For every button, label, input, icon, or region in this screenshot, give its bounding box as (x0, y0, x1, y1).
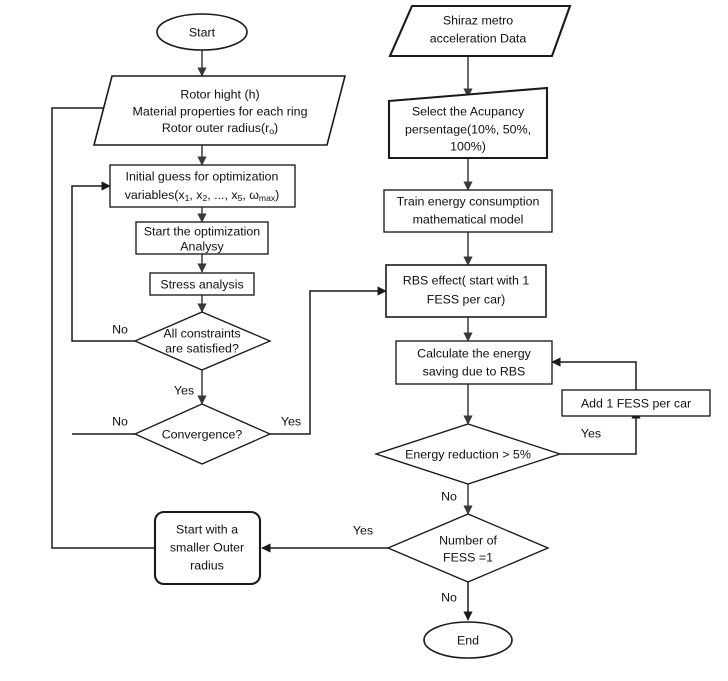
variables-sub-max: max (259, 193, 276, 203)
node-initial-guess-line2: variables(x1, x2, ..., x5, ωmax) (125, 188, 280, 203)
node-number-of-fess-line2: FESS =1 (443, 550, 493, 564)
node-rotor-inputs-line3: Rotor outer radius(ro) (162, 121, 278, 136)
variables-sep-1: , x (189, 188, 203, 202)
node-end[interactable] (423, 621, 513, 659)
edge-label-convergence-no: No (112, 414, 128, 428)
edge-label-energy-reduction-yes: Yes (581, 426, 601, 440)
node-calculate-saving[interactable] (395, 340, 553, 385)
edge-label-convergence-yes: Yes (281, 414, 301, 428)
node-start[interactable] (156, 13, 248, 51)
edge-label-fess-yes: Yes (353, 523, 373, 537)
node-start-label: Start (189, 25, 216, 39)
node-stress-analysis[interactable] (149, 272, 255, 296)
node-convergence-label: Convergence? (162, 427, 243, 441)
variables-text: variables(x (125, 188, 186, 202)
node-energy-reduction-label: Energy reduction > 5% (405, 447, 531, 461)
node-all-constraints-line1: All constraints (163, 326, 240, 340)
node-start-optimization-line2: Analysy (180, 239, 224, 253)
node-rotor-inputs[interactable] (92, 75, 347, 146)
node-rbs-effect-line2: FESS per car) (427, 292, 506, 306)
node-add-fess[interactable] (561, 389, 711, 417)
edge-constraints-no-to-initial-guess (71, 181, 135, 342)
node-number-of-fess-line1: Number of (439, 533, 497, 547)
node-smaller-radius-line1: Start with a (176, 522, 238, 536)
node-rbs-effect-line1: RBS effect( start with 1 (403, 273, 530, 287)
node-metro-data-line2: acceleration Data (430, 31, 527, 45)
variables-sub-1: 1 (185, 193, 190, 203)
variables-close: ) (275, 188, 279, 202)
variables-sub-2: 2 (202, 193, 207, 203)
edge-smaller-radius-to-rotor-inputs (51, 103, 155, 549)
node-stress-analysis-label: Stress analysis (160, 277, 243, 291)
rotor-radius-text: Rotor outer radius(r (162, 121, 269, 135)
variables-sep-2: , ..., x (207, 188, 238, 202)
edge-add-fess-to-calculate-saving (551, 357, 637, 390)
node-train-model-line2: mathematical model (413, 212, 524, 226)
node-rotor-inputs-line2: Material properties for each ring (133, 104, 308, 118)
edge-label-constraints-yes: Yes (174, 383, 194, 397)
node-metro-data-line1: Shiraz metro (443, 13, 513, 27)
node-initial-guess[interactable] (109, 164, 296, 208)
node-add-fess-label: Add 1 FESS per car (581, 396, 691, 410)
node-all-constraints-line2: are satisfied? (165, 341, 239, 355)
node-metro-data[interactable] (388, 4, 572, 58)
node-select-occupancy-line1: Select the Acupancy (412, 104, 525, 118)
node-train-model-line1: Train energy consumption (397, 194, 540, 208)
node-number-of-fess[interactable] (386, 513, 550, 583)
node-calculate-saving-line2: saving due to RBS (423, 364, 526, 378)
variables-omega: , ω (242, 188, 259, 202)
node-rotor-inputs-line1: Rotor hight (h) (180, 87, 259, 101)
node-end-label: End (457, 633, 479, 647)
node-initial-guess-line1: Initial guess for optimization (126, 169, 279, 183)
edge-label-constraints-no: No (112, 322, 128, 336)
variables-sub-5: 5 (238, 193, 243, 203)
edge-convergence-yes-to-rbs-effect (270, 286, 387, 435)
node-select-occupancy[interactable] (387, 86, 549, 160)
node-smaller-radius-line2: smaller Outer (170, 540, 244, 554)
edge-label-energy-reduction-no: No (441, 489, 457, 503)
node-all-constraints[interactable] (133, 311, 272, 371)
node-smaller-radius[interactable] (153, 510, 262, 586)
edge-energy-reduction-yes-to-add-fess (560, 409, 641, 455)
rotor-radius-subscript: o (269, 126, 274, 136)
edge-label-fess-no: No (441, 590, 457, 604)
node-energy-reduction[interactable] (373, 423, 563, 485)
node-start-optimization[interactable] (135, 221, 269, 255)
node-calculate-saving-line1: Calculate the energy (417, 346, 531, 360)
node-select-occupancy-line2: persentage(10%, 50%, (405, 122, 531, 136)
node-select-occupancy-line3: 100%) (450, 139, 486, 153)
rotor-radius-close: ) (274, 121, 278, 135)
node-start-optimization-line1: Start the optimization (144, 224, 261, 238)
node-rbs-effect[interactable] (385, 264, 547, 318)
node-smaller-radius-line3: radius (190, 558, 224, 572)
node-convergence[interactable] (133, 403, 272, 465)
node-train-model[interactable] (383, 189, 553, 233)
